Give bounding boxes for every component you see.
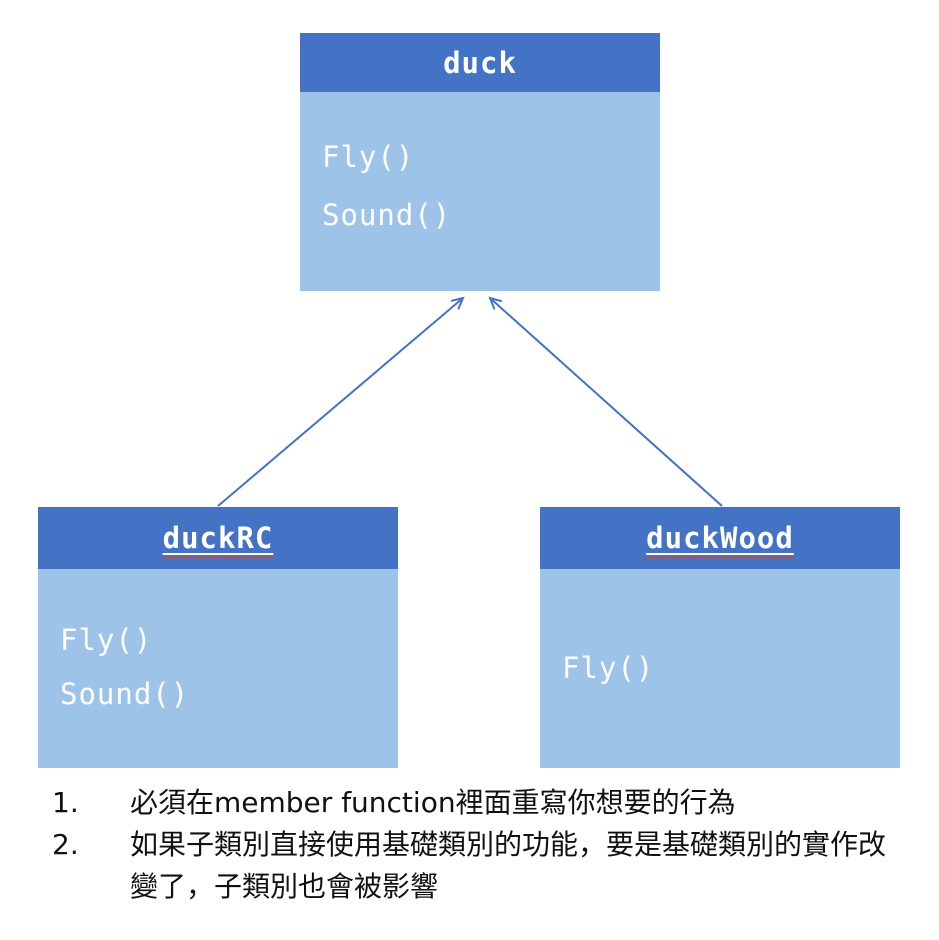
inheritance-arrow-duckrc	[217, 296, 465, 507]
spellcheck-underline: duckWood	[646, 521, 794, 555]
class-members-duck: Fly() Sound()	[300, 92, 660, 291]
class-box-duck: duck Fly() Sound()	[300, 33, 660, 291]
note-text: 必須在member function裡面重寫你想要的行為	[130, 786, 736, 819]
class-box-duckwood: duckWood Fly()	[540, 507, 900, 768]
class-title-duckwood: duckWood	[540, 507, 900, 569]
class-box-duckrc: duckRC Fly() Sound()	[38, 507, 398, 768]
note-number: 1.	[52, 786, 79, 819]
spellcheck-underline: duckRC	[163, 521, 274, 555]
note-number: 2.	[52, 828, 79, 861]
class-title-text: duckWood	[646, 521, 794, 555]
class-title-duck: duck	[300, 33, 660, 92]
class-title-text: duckRC	[162, 521, 274, 555]
member-fly: Fly()	[322, 140, 415, 174]
class-title-text: duck	[443, 45, 517, 80]
class-members-duckrc: Fly() Sound()	[38, 569, 398, 768]
member-sound: Sound()	[322, 198, 452, 232]
class-title-duckrc: duckRC	[38, 507, 398, 569]
inheritance-arrow-duckwood	[488, 296, 723, 507]
notes-list: 1. 必須在member function裡面重寫你想要的行為 2. 如果子類別…	[52, 782, 902, 908]
member-sound: Sound()	[60, 677, 190, 711]
class-members-duckwood: Fly()	[540, 569, 900, 768]
member-fly: Fly()	[60, 623, 153, 657]
note-item: 1. 必須在member function裡面重寫你想要的行為	[52, 782, 902, 824]
member-fly: Fly()	[562, 651, 655, 685]
note-text: 如果子類別直接使用基礎類別的功能，要是基礎類別的實作改變了，子類別也會被影響	[130, 828, 887, 903]
note-item: 2. 如果子類別直接使用基礎類別的功能，要是基礎類別的實作改變了，子類別也會被影…	[52, 824, 902, 908]
